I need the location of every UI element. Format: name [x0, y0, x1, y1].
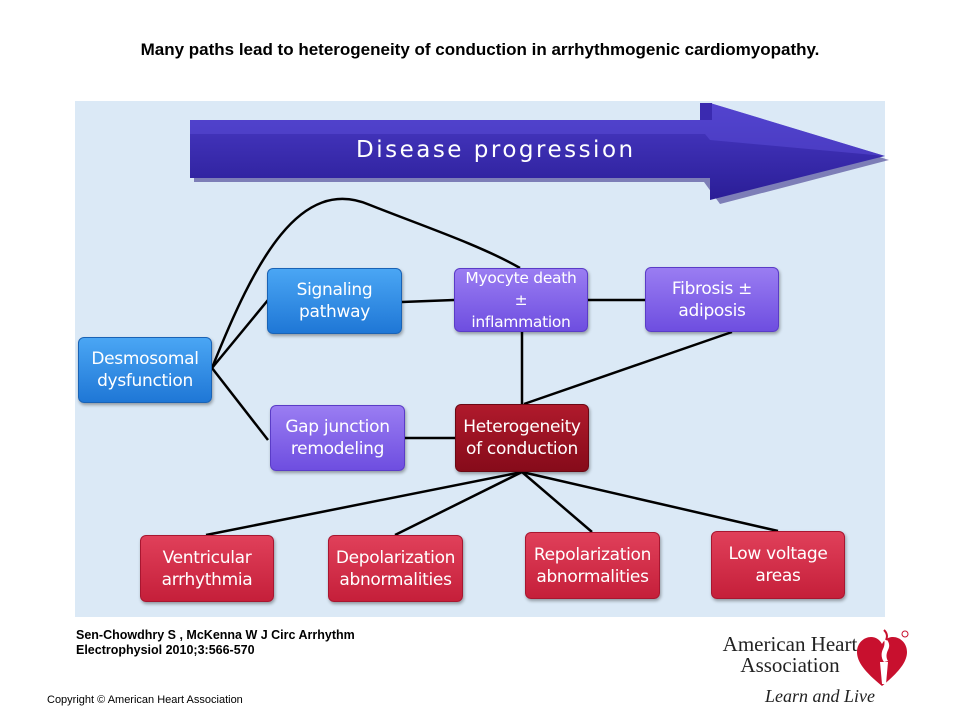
page-title: Many paths lead to heterogeneity of cond…	[140, 40, 820, 59]
line-heterogeneity-to-repolarization	[521, 471, 593, 533]
aha-tagline: Learn and Live	[765, 686, 875, 706]
line-fibrosis-to-heterogeneity	[523, 330, 733, 406]
line-desmosomal-to-gap	[211, 367, 269, 441]
line-signaling-to-myocyte	[401, 298, 455, 304]
line-heterogeneity-to-depolarization	[394, 470, 523, 537]
node-myocyte-death: Myocyte death ±inflammation	[454, 268, 588, 332]
aha-heart-torch-icon	[857, 629, 909, 686]
line-desmosomal-to-signaling	[211, 299, 269, 369]
copyright-notice: Copyright © American Heart Association	[47, 694, 243, 706]
disease-progression-label: Disease progression	[356, 137, 636, 163]
line-desmosomal-to-myocyte-curve	[210, 197, 521, 369]
citation: Sen-Chowdhry S , McKenna W J Circ Arrhyt…	[76, 628, 355, 657]
line-heterogeneity-to-lowvoltage	[521, 470, 779, 533]
disease-progression-arrow	[190, 103, 889, 204]
node-fibrosis-adiposis: Fibrosis ±adiposis	[645, 267, 779, 332]
connector-lines	[205, 197, 779, 537]
line-heterogeneity-to-ventricular	[205, 470, 523, 537]
